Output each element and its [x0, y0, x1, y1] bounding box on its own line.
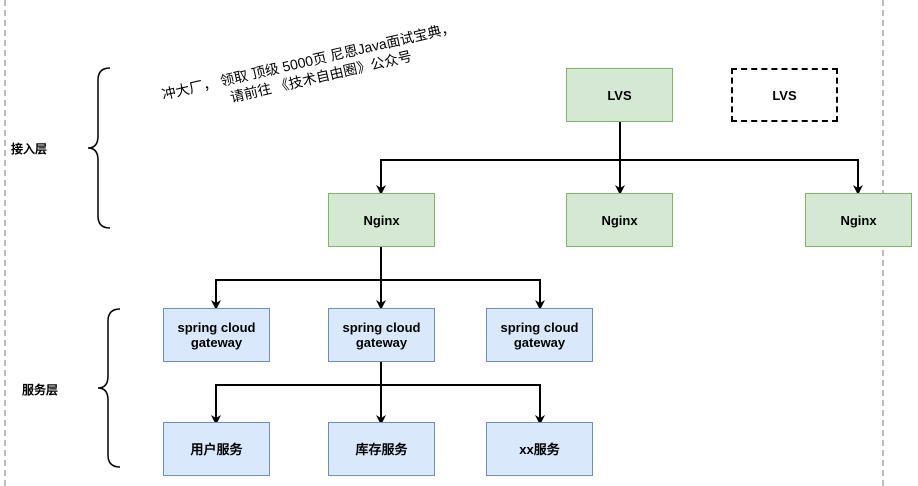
lvs-node[interactable]: LVS	[566, 68, 673, 122]
access-layer-label: 接入层	[11, 142, 48, 156]
edge-gateway-user	[211, 384, 381, 425]
nginx-node-3[interactable]: Nginx	[805, 193, 912, 247]
edge-gateway-xx	[381, 384, 545, 425]
nginx-node-2[interactable]: Nginx	[566, 193, 673, 247]
xx-service-node[interactable]: xx服务	[486, 422, 593, 476]
edge-lvs-nginx-1	[376, 159, 620, 195]
user-service-node[interactable]: 用户服务	[163, 422, 270, 476]
nginx-node-1[interactable]: Nginx	[328, 193, 435, 247]
service-layer-brace	[97, 308, 121, 468]
access-layer-brace	[87, 67, 111, 229]
edge-nginx-gateway-1	[211, 279, 381, 310]
gateway-node-3[interactable]: spring cloud gateway	[486, 308, 593, 362]
gateway-node-2[interactable]: spring cloud gateway	[328, 308, 435, 362]
edge-nginx-gateway-3	[381, 279, 545, 310]
left-guide-line	[4, 0, 6, 486]
gateway-node-1[interactable]: spring cloud gateway	[163, 308, 270, 362]
lvs-standby-node[interactable]: LVS	[731, 68, 838, 122]
edge-lvs-nginx-3	[620, 159, 863, 195]
stock-service-node[interactable]: 库存服务	[328, 422, 435, 476]
service-layer-label: 服务层	[22, 383, 59, 397]
